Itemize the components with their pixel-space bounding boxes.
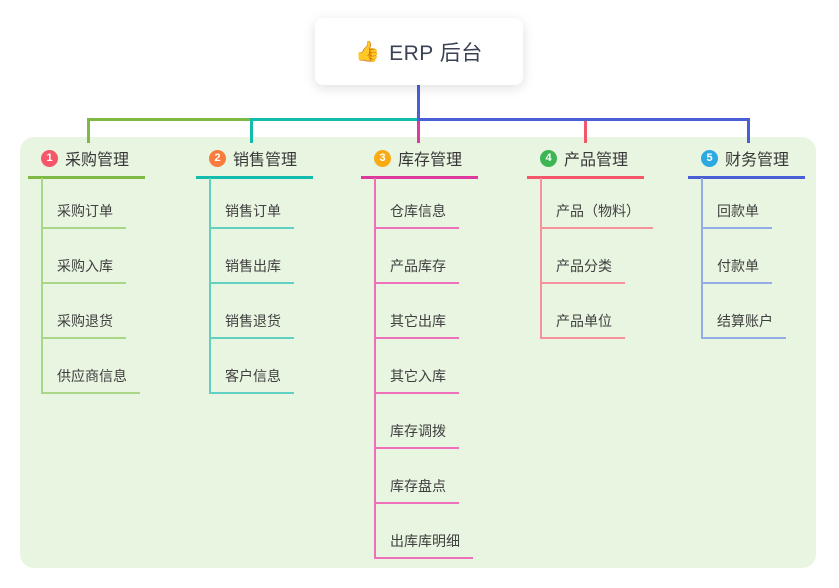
- branch-underline: [28, 176, 145, 179]
- drop-line-inventory: [417, 121, 420, 143]
- node-purchase-return[interactable]: 采购退货: [41, 312, 126, 339]
- branches-background-panel: [20, 137, 816, 568]
- node-other-outbound[interactable]: 其它出库: [374, 312, 459, 339]
- bus-line-finance: [417, 118, 750, 121]
- node-receipt-doc[interactable]: 回款单: [701, 202, 772, 229]
- node-warehouse-info[interactable]: 仓库信息: [374, 202, 459, 229]
- bus-line-purchase: [87, 118, 252, 121]
- branch-underline: [361, 176, 478, 179]
- root-node[interactable]: 👍 ERP 后台: [315, 18, 523, 85]
- node-product-material[interactable]: 产品（物料）: [540, 202, 653, 229]
- node-sales-outbound[interactable]: 销售出库: [209, 257, 294, 284]
- node-purchase-order[interactable]: 采购订单: [41, 202, 126, 229]
- branch-title-label: 库存管理: [398, 152, 463, 169]
- branch-number-badge: 5: [701, 149, 718, 167]
- node-product-category[interactable]: 产品分类: [540, 257, 625, 284]
- node-sales-return[interactable]: 销售退货: [209, 312, 294, 339]
- branch-purchase: 1 采购管理 采购订单 采购入库 采购退货 供应商信息: [28, 146, 188, 394]
- node-outbound-detail[interactable]: 出库库明细: [374, 532, 473, 559]
- branch-sales-title-node[interactable]: 2 销售管理: [196, 146, 356, 170]
- branch-inventory-title-node[interactable]: 3 库存管理: [361, 146, 521, 170]
- branch-finance: 5 财务管理 回款单 付款单 结算账户: [688, 146, 839, 339]
- branch-number-badge: 3: [374, 149, 391, 167]
- bus-line-sales: [250, 118, 419, 121]
- drop-line-finance: [747, 118, 750, 143]
- node-other-inbound[interactable]: 其它入库: [374, 367, 459, 394]
- branch-product: 4 产品管理 产品（物料） 产品分类 产品单位: [527, 146, 687, 339]
- branch-title-label: 财务管理: [725, 152, 790, 169]
- branch-sales: 2 销售管理 销售订单 销售出库 销售退货 客户信息: [196, 146, 356, 394]
- thumbs-up-icon: 👍: [355, 40, 381, 63]
- node-purchase-inbound[interactable]: 采购入库: [41, 257, 126, 284]
- drop-line-sales: [250, 118, 253, 143]
- branch-title-label: 产品管理: [564, 152, 629, 169]
- branch-number-badge: 1: [41, 149, 58, 167]
- node-product-stock[interactable]: 产品库存: [374, 257, 459, 284]
- node-product-unit[interactable]: 产品单位: [540, 312, 625, 339]
- drop-line-purchase: [87, 118, 90, 143]
- branch-underline: [527, 176, 644, 179]
- node-settlement-account[interactable]: 结算账户: [701, 312, 786, 339]
- branch-child-connector: [540, 178, 542, 339]
- node-stock-count[interactable]: 库存盘点: [374, 477, 459, 504]
- root-label: ERP 后台: [389, 41, 483, 65]
- node-sales-order[interactable]: 销售订单: [209, 202, 294, 229]
- branch-inventory: 3 库存管理 仓库信息 产品库存 其它出库 其它入库 库存调拨 库存盘点 出库库…: [361, 146, 521, 559]
- branch-underline: [196, 176, 313, 179]
- root-connector-line: [417, 85, 420, 121]
- branch-number-badge: 2: [209, 149, 226, 167]
- node-supplier-info[interactable]: 供应商信息: [41, 367, 140, 394]
- branch-title-label: 采购管理: [65, 152, 130, 169]
- branch-finance-title-node[interactable]: 5 财务管理: [688, 146, 839, 170]
- node-stock-transfer[interactable]: 库存调拨: [374, 422, 459, 449]
- branch-purchase-title-node[interactable]: 1 采购管理: [28, 146, 188, 170]
- branch-child-connector: [41, 178, 43, 394]
- branch-product-title-node[interactable]: 4 产品管理: [527, 146, 687, 170]
- node-payment-doc[interactable]: 付款单: [701, 257, 772, 284]
- drop-line-product: [584, 121, 587, 143]
- branch-child-connector: [374, 178, 376, 559]
- branch-number-badge: 4: [540, 149, 557, 167]
- node-customer-info[interactable]: 客户信息: [209, 367, 294, 394]
- branch-title-label: 销售管理: [233, 152, 298, 169]
- branch-child-connector: [209, 178, 211, 394]
- branch-underline: [688, 176, 805, 179]
- branch-child-connector: [701, 178, 703, 339]
